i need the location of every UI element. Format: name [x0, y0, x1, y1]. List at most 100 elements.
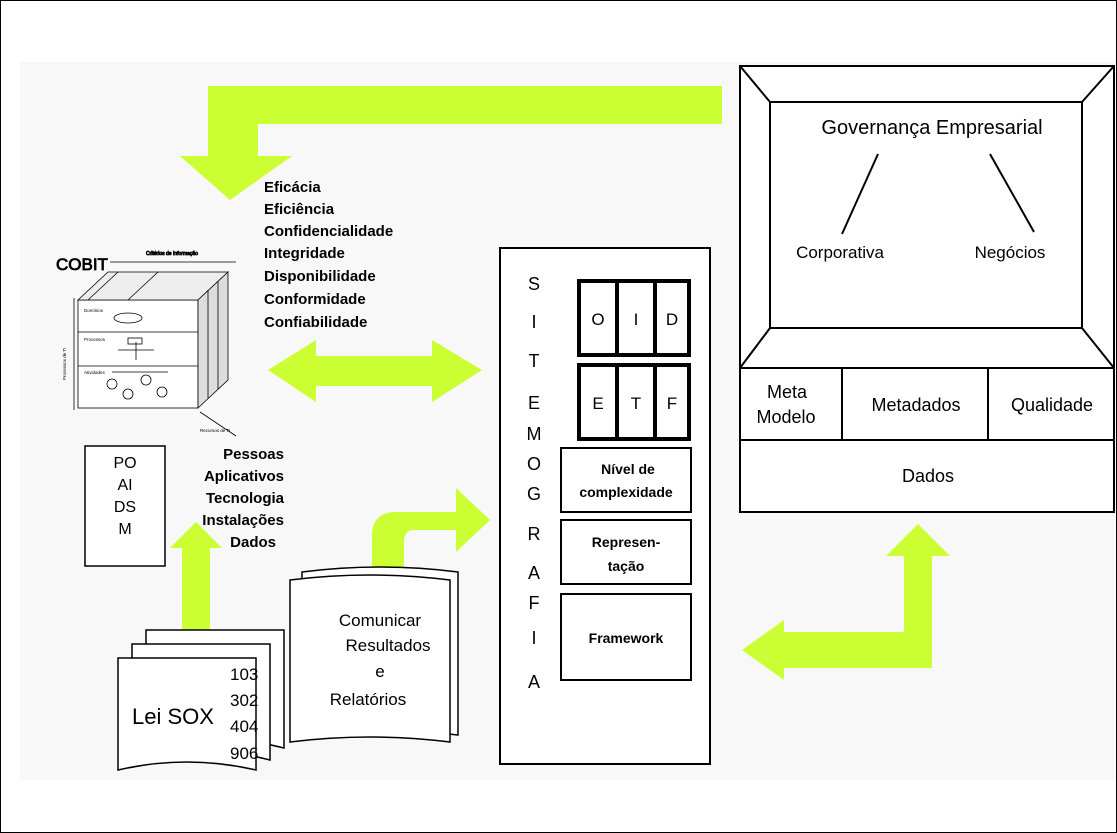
sox-section: 103 — [230, 665, 258, 684]
cell-i-label: I — [634, 310, 639, 329]
resource-item: Dados — [230, 534, 276, 551]
governance-right-branch — [989, 153, 1035, 233]
sox-documents — [117, 629, 285, 771]
sox-section: 906 — [230, 744, 258, 763]
cell-o — [579, 281, 617, 355]
sitemografia-letter: A — [528, 672, 540, 692]
cell-t-label: T — [631, 394, 641, 413]
representation-line-1: Represen- — [592, 534, 661, 550]
arrow-governance-to-sitemografia — [742, 524, 950, 680]
criteria-item: Disponibilidade — [264, 268, 376, 285]
arrows — [170, 86, 950, 680]
criteria-item: Eficácia — [264, 179, 321, 196]
cube-bottom-label: Recursos de TI — [200, 428, 230, 433]
communicate-line: e — [375, 662, 384, 681]
criteria-item: Eficiência — [264, 201, 335, 218]
arrow-governance-to-cobit — [180, 86, 722, 200]
criteria-item: Confidencialidade — [264, 223, 393, 240]
resource-item: Instalações — [202, 512, 284, 529]
meta-line-1: Meta — [767, 382, 808, 402]
cube-top-label: Critérios de Informação — [146, 251, 198, 257]
sitemografia-letter: R — [528, 524, 541, 544]
complexity-line-1: Nível de — [601, 461, 655, 477]
oid-letters: O I D E T F — [591, 310, 678, 413]
cell-e-label: E — [592, 394, 603, 413]
domain-item: AI — [117, 477, 132, 494]
governance-monitor — [739, 65, 1115, 513]
cell-o-label: O — [591, 310, 604, 329]
sox-sections: 103 302 404 906 — [230, 665, 258, 763]
communicate-line: Comunicar — [339, 611, 422, 630]
resources-list: Pessoas Aplicativos Tecnologia Instalaçõ… — [202, 446, 284, 551]
sitemografia-letter: T — [529, 351, 540, 371]
communicate-line: Relatórios — [330, 690, 407, 709]
sitemografia-letter: I — [531, 628, 536, 648]
governance-base-labels: Meta Modelo Metadados Qualidade Dados — [756, 382, 1093, 486]
representation-line-2: tação — [608, 558, 645, 574]
qualidade-label: Qualidade — [1011, 395, 1093, 415]
cell-d — [655, 281, 689, 355]
cell-f-label: F — [667, 394, 677, 413]
sitemografia-letter: G — [527, 484, 541, 504]
governance-negocios: Negócios — [975, 243, 1046, 262]
framework-label: Framework — [589, 630, 664, 646]
cell-d-label: D — [666, 310, 678, 329]
criteria-item: Integridade — [264, 245, 345, 262]
sox-section: 302 — [230, 691, 258, 710]
cell-f — [655, 365, 689, 439]
complexity-line-2: complexidade — [579, 484, 673, 500]
domains-list: PO AI DS M — [113, 455, 136, 538]
criteria-item: Conformidade — [264, 291, 366, 308]
cube-side-label: Processos de TI — [62, 348, 67, 380]
resource-item: Pessoas — [223, 446, 284, 463]
sitemografia-labels: Nível de complexidade Represen- tação Fr… — [579, 461, 673, 646]
criteria-list: Eficácia Eficiência Confidencialidade In… — [264, 179, 393, 331]
metadados-label: Metadados — [871, 395, 960, 415]
cobit-cube: COBIT Critérios de Informação — [56, 251, 237, 437]
cube-row-label-3: Atividades — [84, 370, 106, 375]
complexity-box — [560, 447, 692, 513]
resource-item: Aplicativos — [204, 468, 284, 485]
sitemografia-letter: I — [531, 312, 536, 332]
sox-page-front — [117, 657, 257, 771]
sitemografia-letter: O — [527, 454, 541, 474]
governance-screen — [769, 101, 1083, 329]
sitemografia-letter: F — [529, 593, 540, 613]
communicate-text: Comunicar Resultados e Relatórios — [330, 611, 431, 709]
governance-left-branch — [841, 153, 879, 235]
dados-label: Dados — [902, 466, 954, 486]
communicate-page-front — [289, 574, 451, 743]
cube-row-label-1: Domínios — [84, 308, 104, 313]
domain-item: PO — [113, 455, 136, 472]
sitemografia-letter: S — [528, 274, 540, 294]
communicate-document — [289, 566, 459, 743]
arrow-communicate-to-sitemografia — [372, 488, 490, 578]
domain-item: DS — [114, 499, 136, 516]
sitemografia-cells — [560, 279, 692, 681]
cell-i — [617, 281, 655, 355]
framework-box — [560, 593, 692, 681]
cell-e — [579, 365, 617, 439]
criteria-item: Confiabilidade — [264, 314, 367, 331]
cube-row-label-2: Processos — [84, 337, 106, 342]
resource-item: Tecnologia — [206, 490, 285, 507]
cube-front-face — [77, 299, 199, 409]
sitemografia-letter: M — [527, 424, 542, 444]
meta-line-2: Modelo — [756, 407, 815, 427]
sox-section: 404 — [230, 717, 258, 736]
cobit-title: COBIT — [56, 255, 108, 274]
communicate-line: Resultados — [345, 636, 430, 655]
arrow-cobit-sitemografia — [268, 340, 482, 402]
sitemografia-letters: S I T E M O G R A F I A — [527, 274, 542, 692]
sitemografia-letter: A — [528, 563, 540, 583]
governance-title: Governança Empresarial — [821, 117, 1042, 139]
representation-box — [560, 519, 692, 585]
sox-title: Lei SOX — [132, 704, 214, 729]
arrow-sox-to-cobit — [170, 522, 222, 632]
domain-item: M — [118, 521, 131, 538]
domains-box — [84, 445, 166, 567]
sitemografia-letter: E — [528, 393, 540, 413]
governance-corporativa: Corporativa — [796, 243, 884, 262]
cell-t — [617, 365, 655, 439]
